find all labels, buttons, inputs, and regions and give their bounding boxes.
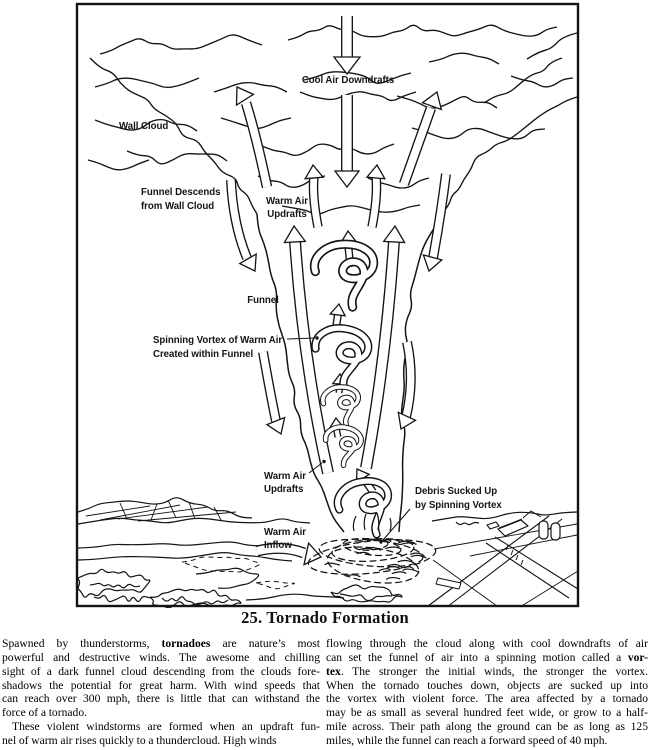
label-warm-air-updrafts-lower-line2: Updrafts	[264, 484, 303, 495]
text-line: may be as small as several hundred feet …	[326, 706, 648, 720]
text-line: powerful and destructive winds. The awes…	[2, 650, 320, 664]
text-line: nel of warm air rises quickly to a thund…	[2, 733, 277, 747]
label-funnel: Funnel	[247, 295, 278, 306]
text-line: tex. The stronger the initial winds, the…	[326, 664, 648, 678]
figure-caption: 25. Tornado Formation	[241, 608, 409, 627]
text-line: force of a tornado.	[2, 706, 88, 720]
label-funnel-descends-line2: from Wall Cloud	[141, 201, 214, 212]
article-column-right: flowing through the cloud along with coo…	[326, 637, 648, 748]
label-warm-air-updrafts-upper-line1: Warm Air	[266, 196, 308, 207]
figure-frame	[75, 2, 580, 608]
text-line: These violent windstorms are formed when…	[12, 720, 320, 734]
text-line: Spawned by thunderstorms, tornadoes are …	[2, 637, 320, 650]
text-line: the vortex with violent force. The area …	[326, 692, 648, 706]
text-line: miles, while the funnel can reach a forw…	[326, 733, 608, 747]
text-line: shadows the potential for great harm. Wi…	[2, 678, 320, 692]
text-line: can set the funnel of air into a spinnin…	[326, 650, 648, 664]
label-warm-air-updrafts-upper-line2: Updrafts	[267, 209, 306, 220]
label-spinning-vortex-line1: Spinning Vortex of Warm Air	[153, 335, 282, 346]
text-line: When the tornado touches down, objects a…	[326, 678, 648, 692]
text-line: sight of a dark funnel cloud descending …	[2, 664, 320, 678]
label-warm-air-inflow-line2: Inflow	[264, 540, 292, 551]
label-funnel-descends-line1: Funnel Descends	[141, 187, 220, 198]
article-column-left: Spawned by thunderstorms, tornadoes are …	[2, 637, 320, 748]
label-cool-air-downdrafts: Cool Air Downdrafts	[302, 75, 394, 86]
diagram-labels: Cool Air Downdrafts Wall Cloud Funnel De…	[119, 75, 502, 551]
diagram-artwork	[77, 16, 579, 608]
label-warm-air-updrafts-lower-line1: Warm Air	[264, 471, 306, 482]
label-wall-cloud: Wall Cloud	[119, 121, 168, 132]
label-warm-air-inflow-line1: Warm Air	[264, 527, 306, 538]
label-spinning-vortex-line2: Created within Funnel	[153, 349, 253, 360]
text-line: mile across. Their path along the ground…	[326, 720, 648, 734]
text-line: can reach over 300 mph, there is little …	[2, 692, 320, 706]
label-debris-line2: by Spinning Vortex	[415, 500, 502, 511]
label-debris-line1: Debris Sucked Up	[415, 486, 497, 497]
tornado-formation-diagram: Cool Air Downdrafts Wall Cloud Funnel De…	[75, 2, 580, 608]
text-line: flowing through the cloud along with coo…	[326, 637, 648, 650]
